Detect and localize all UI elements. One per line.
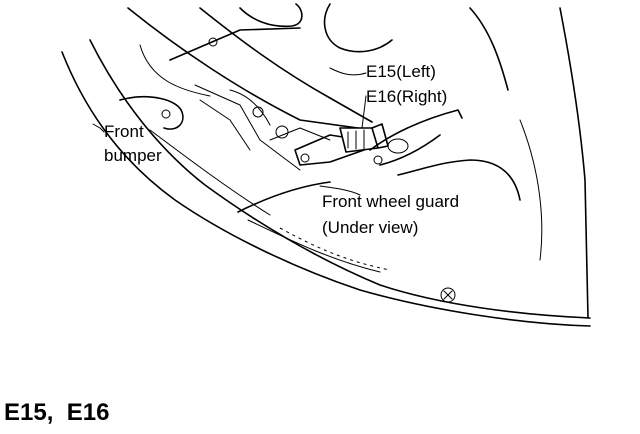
label-front-bumper-line2: bumper [104,146,162,165]
label-wheel-guard-line2: (Under view) [322,218,418,237]
engine-detail-parts [194,84,365,171]
label-e16-right: E16(Right) [366,87,447,106]
e15-e16-connector [339,123,389,153]
engine-compartment-structure [127,3,589,319]
leader-e15 [329,67,367,76]
front-wheel-guard [237,109,521,303]
leader-lines [92,67,367,196]
label-wheel-guard-line1: Front wheel guard [322,192,459,211]
leader-guard [319,185,361,196]
leader-bumper [92,123,105,133]
leader-e16 [361,95,367,129]
figure-caption: E15, E16 [4,399,109,426]
label-e15-left: E15(Left) [366,62,436,81]
label-front-bumper-line1: Front [104,122,144,141]
front-bumper-outline [61,39,591,327]
